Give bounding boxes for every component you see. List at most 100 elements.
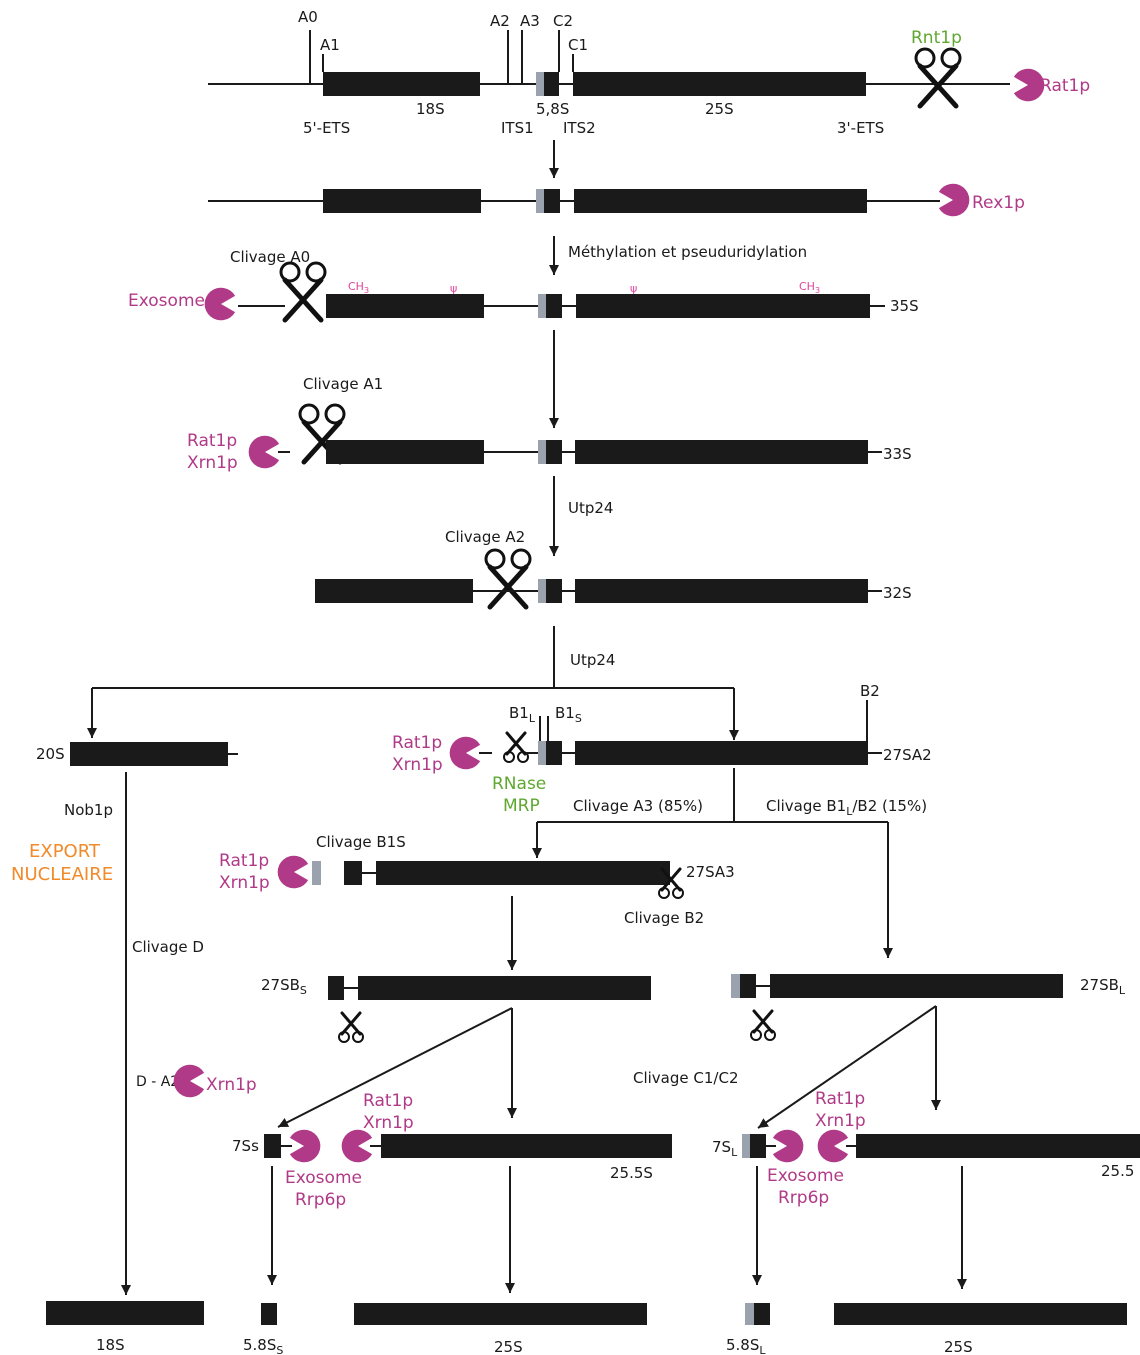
- site-c1-label: C1: [568, 36, 588, 54]
- transcript-27sa2: [526, 741, 882, 765]
- exonuclease-icon: [772, 1129, 804, 1163]
- exonuclease-icon: [938, 183, 970, 217]
- pseudouridine-mark: ψ: [450, 282, 457, 295]
- site-a3-label: A3: [520, 12, 540, 30]
- primary-transcript: [208, 30, 1010, 96]
- label-18s: 18S: [416, 100, 445, 118]
- transcript-35s: [238, 294, 885, 318]
- clivage-a2-label: Clivage A2: [445, 528, 525, 546]
- clivage-b2-label: Clivage B2: [624, 909, 704, 927]
- label-27sa3: 27SA3: [686, 863, 735, 881]
- label-27sbs: 27SBS: [261, 976, 307, 997]
- fragment-7ss: [264, 1134, 281, 1158]
- label-its2: ITS2: [563, 119, 596, 137]
- enzyme-rnase: RNase: [492, 774, 546, 794]
- enzyme-exosome-a0: Exosome: [128, 291, 205, 311]
- enzyme-rex1p: Rex1p: [972, 193, 1025, 213]
- scissors-icon: [916, 49, 960, 106]
- enzyme-xrn1p-7s: Xrn1p: [363, 1113, 414, 1133]
- exonuclease-icon: [173, 1064, 205, 1098]
- methyl-mark: CH3: [348, 280, 369, 295]
- label-mature-18s: 18S: [96, 1336, 125, 1354]
- mature-18s: [46, 1301, 204, 1325]
- enzyme-rrp6p-7sl: Rrp6p: [778, 1188, 829, 1208]
- scissors-icon: [281, 263, 325, 320]
- enzyme-rat1p-top: Rat1p: [1040, 76, 1090, 96]
- utp24-label-2: Utp24: [570, 651, 615, 669]
- label-35s: 35S: [890, 297, 919, 315]
- clivage-a0-label: Clivage A0: [230, 248, 310, 266]
- exonuclease-icon: [248, 435, 280, 469]
- arrow: [757, 1005, 937, 1129]
- clivage-a3-label: Clivage A3 (85%): [573, 797, 703, 815]
- enzyme-xrn1p-b1: Xrn1p: [392, 755, 443, 775]
- transcript-row2: [208, 189, 940, 213]
- enzyme-exosome-7sl: Exosome: [767, 1166, 844, 1186]
- label-58s: 5,8S: [536, 100, 569, 118]
- clivage-c-label: Clivage C1/C2: [633, 1069, 738, 1087]
- mature-25s-l: [834, 1303, 1127, 1325]
- enzyme-rat1p-a1: Rat1p: [187, 431, 237, 451]
- scissors-icon: [749, 1009, 777, 1042]
- enzyme-rnt1p: Rnt1p: [911, 28, 962, 48]
- label-32s: 32S: [883, 584, 912, 602]
- mature-58s-s: [261, 1303, 277, 1325]
- label-mature-25s: 25S: [494, 1338, 523, 1355]
- label-25-5s: 25.5S: [610, 1164, 653, 1182]
- label-mature-58s-s: 5.8SS: [243, 1336, 283, 1355]
- transcript-27sbl: [731, 974, 1063, 998]
- label-7ss: 7Ss: [232, 1137, 259, 1155]
- clivage-d-label: Clivage D: [132, 938, 204, 956]
- site-a1-label: A1: [320, 36, 340, 54]
- mature-58s-l: [754, 1303, 770, 1325]
- enzyme-rat1p-b1s: Rat1p: [219, 851, 269, 871]
- methylation-label: Méthylation et pseuduridylation: [568, 243, 807, 261]
- transcript-27sa3: [344, 861, 670, 885]
- label-mature-25s-l: 25S: [944, 1338, 973, 1355]
- site-a2-label: A2: [490, 12, 510, 30]
- exonuclease-icon: [341, 1129, 373, 1163]
- enzyme-rat1p-b1: Rat1p: [392, 733, 442, 753]
- utp24-label: Utp24: [568, 499, 613, 517]
- scissors-icon: [502, 731, 530, 764]
- label-5-ets: 5'-ETS: [303, 119, 350, 137]
- exonuclease-icon: [449, 736, 481, 770]
- label-20s: 20S: [36, 745, 65, 763]
- site-b1l-label: B1L: [509, 704, 536, 725]
- enzyme-rat1p-7sl: Rat1p: [815, 1089, 865, 1109]
- transcript-20s: [70, 742, 238, 766]
- label-27sbl: 27SBL: [1080, 976, 1126, 997]
- label-3-ets: 3'-ETS: [837, 119, 884, 137]
- export-label-1: EXPORT: [29, 841, 101, 862]
- enzyme-xrn1p-b1s: Xrn1p: [219, 873, 270, 893]
- methyl-mark: CH3: [799, 280, 820, 295]
- nob1p-label: Nob1p: [64, 801, 113, 819]
- transcript-32s: [315, 579, 882, 603]
- fragment-25-5s: [381, 1134, 672, 1158]
- scissors-icon: [486, 550, 530, 607]
- enzyme-exosome-7s: Exosome: [285, 1168, 362, 1188]
- site-c2-label: C2: [553, 12, 573, 30]
- arrow: [277, 1007, 513, 1128]
- clivage-b1s-label: Clivage B1S: [316, 833, 406, 851]
- label-25-5: 25.5: [1101, 1162, 1134, 1180]
- d-a2-label: D - A2: [136, 1074, 179, 1090]
- exonuclease-icon: [204, 287, 236, 321]
- transcript-27sbs: [328, 976, 651, 1000]
- label-27sa2: 27SA2: [883, 746, 932, 764]
- exonuclease-icon: [277, 855, 309, 889]
- label-its1: ITS1: [501, 119, 534, 137]
- mature-25s: [354, 1303, 647, 1325]
- label-7sl: 7SL: [712, 1138, 738, 1159]
- pseudouridine-mark: ψ: [630, 282, 637, 295]
- enzyme-rrp6p-7s: Rrp6p: [295, 1190, 346, 1210]
- clivage-a1-label: Clivage A1: [303, 375, 383, 393]
- site-a0-label: A0: [298, 8, 318, 26]
- scissors-icon: [337, 1011, 365, 1044]
- site-b1s-label: B1S: [555, 704, 582, 725]
- clivage-b1l-label: Clivage B1L/B2 (15%): [766, 797, 927, 818]
- export-label-2: NUCLEAIRE: [11, 864, 113, 885]
- enzyme-xrn1p-a1: Xrn1p: [187, 453, 238, 473]
- enzyme-xrn1p-d: Xrn1p: [206, 1075, 257, 1095]
